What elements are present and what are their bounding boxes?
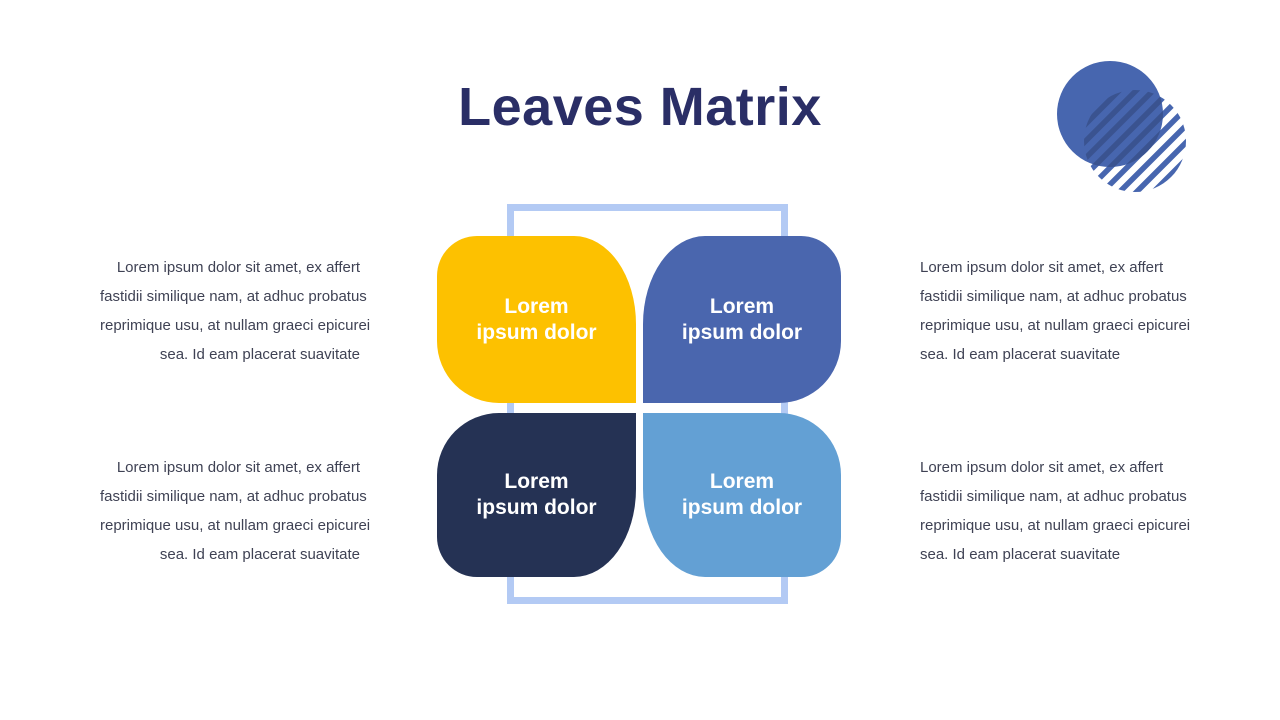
body-line: sea. Id eam placerat suavitate bbox=[159, 346, 360, 363]
leaf-top-left: Lorem ipsum dolor bbox=[437, 236, 636, 403]
body-line: Lorem ipsum dolor sit amet, ex affert bbox=[116, 259, 360, 276]
body-line: sea. Id eam placerat suavitate bbox=[159, 546, 360, 563]
body-line: reprimique usu, at nullam graeci epicure… bbox=[920, 317, 1191, 334]
leaf-label-line: Lorem bbox=[504, 470, 569, 493]
leaf-label: Lorem ipsum dolor bbox=[476, 469, 596, 521]
leaf-label-line: ipsum dolor bbox=[476, 496, 597, 519]
body-line: fastidii similique nam, at adhuc probatu… bbox=[100, 288, 367, 305]
leaf-label-line: ipsum dolor bbox=[476, 320, 597, 344]
body-line: reprimique usu, at nullam graeci epicure… bbox=[100, 317, 371, 334]
leaf-label: Lorem ipsum dolor bbox=[476, 294, 596, 346]
leaf-label: Lorem ipsum dolor bbox=[682, 469, 802, 521]
side-text-right-top: Lorem ipsum dolor sit amet, ex affert fa… bbox=[920, 253, 1191, 369]
body-line: fastidii similique nam, at adhuc probatu… bbox=[920, 488, 1187, 505]
body-line: Lorem ipsum dolor sit amet, ex affert bbox=[920, 459, 1164, 476]
leaf-top-right: Lorem ipsum dolor bbox=[643, 236, 841, 403]
body-line: reprimique usu, at nullam graeci epicure… bbox=[920, 517, 1191, 534]
matrix-frame bbox=[507, 204, 788, 604]
slide-title: Leaves Matrix bbox=[458, 77, 822, 137]
side-text-left-top: Lorem ipsum dolor sit amet, ex affert fa… bbox=[100, 253, 371, 369]
body-line: sea. Id eam placerat suavitate bbox=[920, 546, 1121, 563]
body-line: fastidii similique nam, at adhuc probatu… bbox=[920, 288, 1187, 305]
leaf-label: Lorem ipsum dolor bbox=[682, 294, 802, 346]
body-line: reprimique usu, at nullam graeci epicure… bbox=[100, 517, 371, 534]
leaf-label-line: Lorem bbox=[504, 294, 569, 318]
side-text-left-bottom: Lorem ipsum dolor sit amet, ex affert fa… bbox=[100, 453, 371, 569]
decorative-striped-circles-icon bbox=[1057, 61, 1186, 192]
leaf-bottom-right: Lorem ipsum dolor bbox=[643, 413, 841, 577]
body-line: Lorem ipsum dolor sit amet, ex affert bbox=[920, 259, 1164, 276]
leaf-label-line: Lorem bbox=[709, 470, 775, 493]
body-line: fastidii similique nam, at adhuc probatu… bbox=[100, 488, 367, 505]
side-text-right-bottom: Lorem ipsum dolor sit amet, ex affert fa… bbox=[920, 453, 1191, 569]
body-line: sea. Id eam placerat suavitate bbox=[920, 346, 1121, 363]
leaf-label-line: Lorem bbox=[709, 294, 775, 318]
leaf-label-line: ipsum dolor bbox=[681, 496, 803, 519]
leaf-label-line: ipsum dolor bbox=[681, 320, 803, 344]
body-line: Lorem ipsum dolor sit amet, ex affert bbox=[116, 459, 360, 476]
leaf-bottom-left: Lorem ipsum dolor bbox=[437, 413, 636, 577]
